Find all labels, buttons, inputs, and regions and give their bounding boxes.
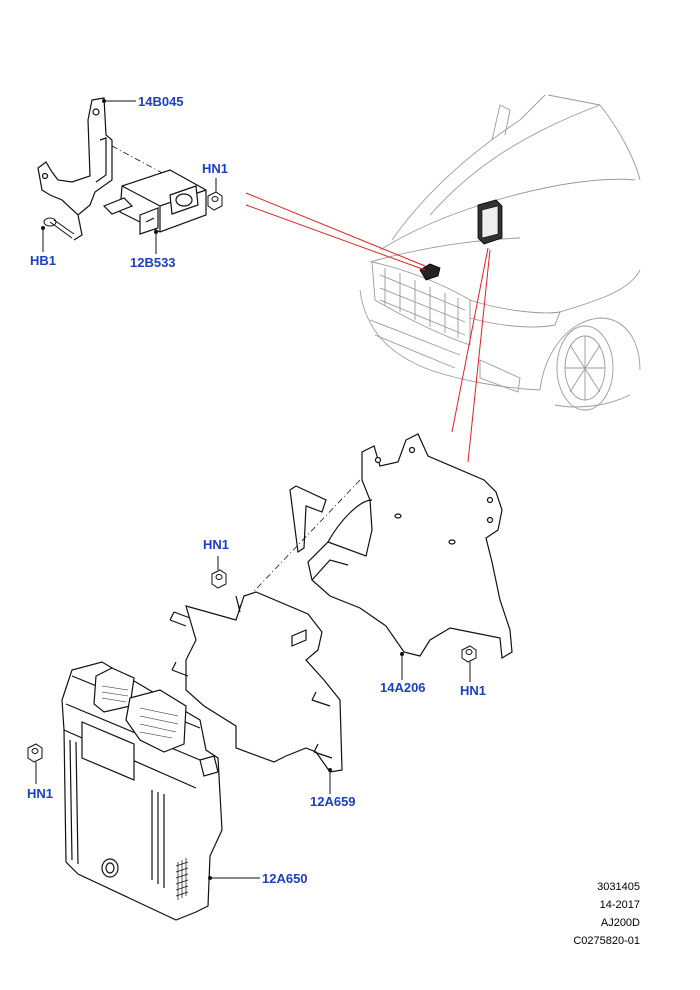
- callout-leaders: [35, 100, 471, 879]
- reference-line-1: 3031405: [597, 881, 640, 893]
- nut-hn1-left: [27, 743, 43, 763]
- bolt-hb1: [43, 217, 75, 239]
- callout-hn1-mid: HN1: [203, 537, 229, 552]
- callout-hb1: HB1: [30, 253, 56, 268]
- ecu-12a650: [61, 661, 223, 921]
- vehicle-part-marker-right: [477, 199, 503, 245]
- nut-hn1-right: [461, 645, 477, 663]
- callout-dots: [41, 99, 404, 880]
- reference-line-2: 14-2017: [599, 899, 640, 911]
- callout-12b533: 12B533: [130, 255, 176, 270]
- plate-12a659: [169, 591, 343, 773]
- nut-hn1-top: [207, 191, 223, 211]
- callout-hn1-top: HN1: [202, 161, 228, 176]
- callout-hn1-left: HN1: [27, 786, 53, 801]
- callout-12a659: 12A659: [310, 794, 356, 809]
- module-12b533: [102, 169, 207, 235]
- red-leader-lines: [245, 192, 491, 463]
- vehicle-part-marker-left: [419, 263, 441, 281]
- alignment-line-upper: [111, 145, 169, 177]
- callout-14b045: 14B045: [138, 94, 184, 109]
- alignment-line-mid: [237, 479, 361, 609]
- reference-line-4: C0275820-01: [573, 935, 640, 947]
- bracket-14b045: [37, 97, 113, 241]
- reference-line-3: AJ200D: [600, 917, 640, 929]
- nut-hn1-mid: [211, 569, 227, 589]
- reference-block: 3031405 14-2017 AJ200D C0275820-01: [573, 878, 640, 950]
- vehicle-outline: [359, 94, 641, 411]
- bracket-14a206: [289, 433, 513, 660]
- callout-14a206: 14A206: [380, 680, 426, 695]
- callout-12a650: 12A650: [262, 871, 308, 886]
- callout-hn1-right: HN1: [460, 683, 486, 698]
